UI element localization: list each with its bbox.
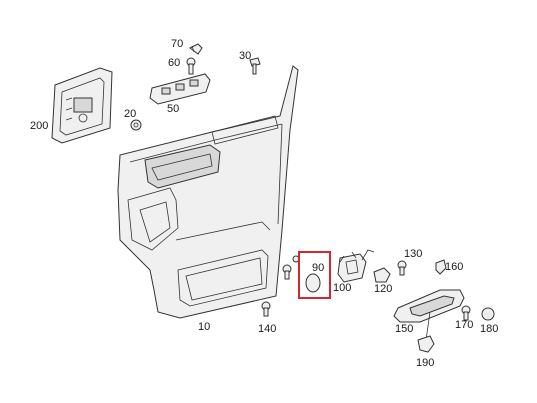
part-20-grommet: [130, 119, 142, 131]
label-50: 50: [167, 103, 179, 115]
label-150: 150: [395, 323, 413, 335]
part-180-cap: [481, 307, 495, 321]
part-70-clip: [189, 43, 203, 55]
label-180: 180: [480, 323, 498, 335]
part-170-screw: [461, 305, 471, 321]
part-160-clip: [435, 259, 447, 275]
part-90-cap: [298, 251, 331, 299]
label-60: 60: [168, 57, 180, 69]
label-160: 160: [445, 261, 463, 273]
label-30: 30: [239, 50, 251, 62]
part-50-switch-panel: [149, 73, 211, 105]
part-120-clip: [373, 267, 391, 283]
part-130-screw: [397, 260, 407, 276]
part-190-clip: [417, 335, 435, 353]
part-screw-near-90: [282, 255, 300, 280]
label-20: 20: [124, 108, 136, 120]
label-130: 130: [404, 248, 422, 260]
label-120: 120: [374, 283, 392, 295]
label-100: 100: [333, 282, 351, 294]
label-200: 200: [30, 120, 48, 132]
part-100-lock: [337, 249, 375, 283]
label-10: 10: [198, 321, 210, 333]
part-60-screw: [186, 57, 196, 75]
part-200-module: [51, 67, 113, 144]
label-190: 190: [416, 357, 434, 369]
part-140-screw: [261, 301, 271, 317]
label-170: 170: [455, 319, 473, 331]
part-10-door-panel: [117, 65, 299, 319]
part-30-screw: [249, 57, 261, 75]
label-140: 140: [258, 323, 276, 335]
label-90: 90: [312, 262, 324, 274]
part-150-handle: [393, 289, 465, 341]
label-70: 70: [171, 38, 183, 50]
